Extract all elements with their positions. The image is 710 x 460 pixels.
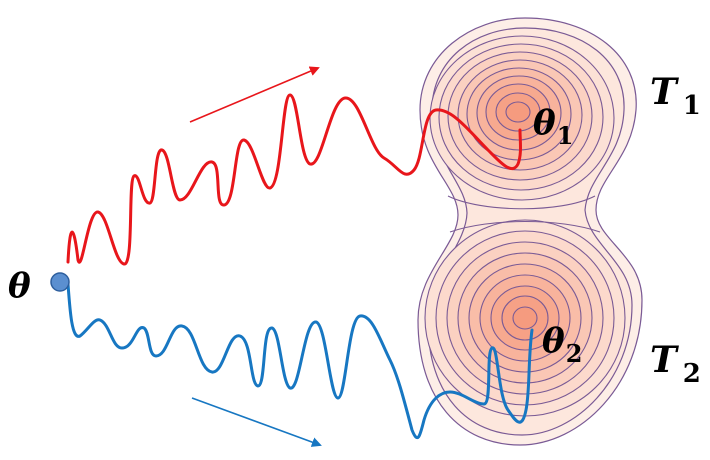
bottom-basin-contours (424, 219, 626, 417)
target1-label: θ1 (533, 103, 573, 150)
upper-direction-arrow (189, 66, 320, 123)
lower-trajectory (66, 282, 534, 440)
start-point (50, 272, 70, 292)
start-label: θ (8, 266, 31, 306)
saddle-contour-lower (449, 221, 601, 233)
saddle-contour-upper (447, 195, 596, 210)
upper-trajectory (66, 93, 522, 266)
lower-direction-arrow (191, 397, 322, 447)
target2-label: θ2 (542, 321, 582, 368)
